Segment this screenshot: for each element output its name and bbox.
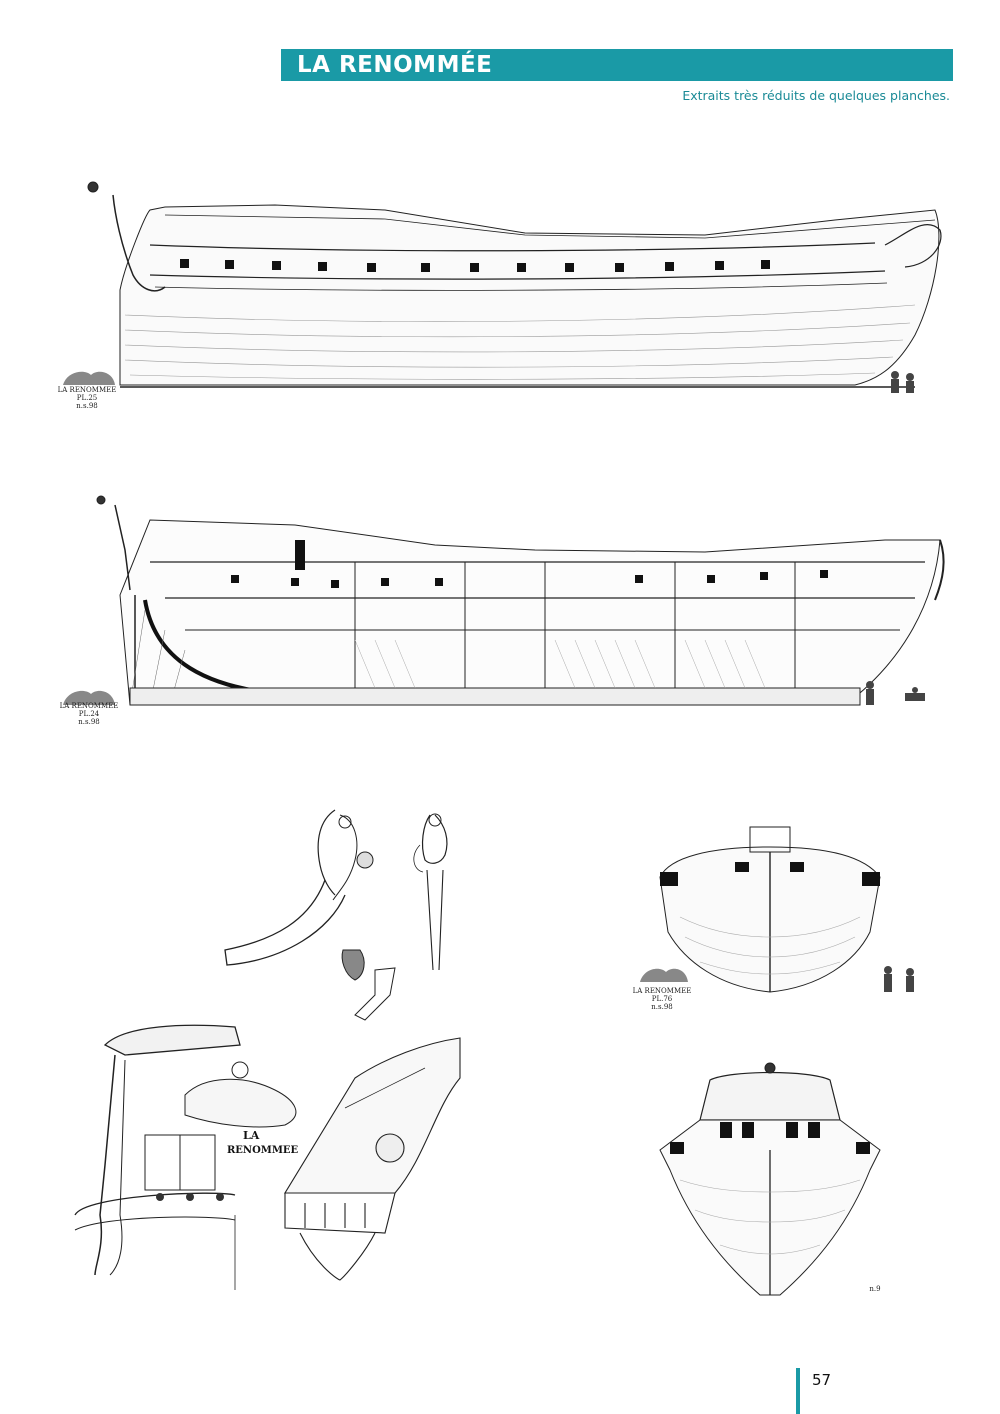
quarter-gallery-svg xyxy=(284,1037,461,1281)
profile-caption-name: LA RENOMMEE xyxy=(57,386,117,394)
stern-nameplate-line2: RENOMMEE xyxy=(227,1145,299,1156)
bow-view-caption-plate: PL.76 xyxy=(651,995,673,1003)
ship-section-drawing xyxy=(63,495,945,706)
ship-section-plate: LA RENOMMEE PL.24 n.s.98 xyxy=(55,490,955,740)
figurehead-drawings xyxy=(215,800,485,1035)
title-band: LA RENOMMÉE xyxy=(281,49,953,81)
stern-nameplate-line1: LA xyxy=(243,1129,260,1142)
section-caption-ref: n.s.98 xyxy=(78,718,100,726)
section-caption-name: LA RENOMMEE xyxy=(59,702,119,710)
ship-profile-plate: LA RENOMMEE PL.25 n.s.98 xyxy=(55,175,955,420)
profile-caption-ref: n.s.98 xyxy=(76,402,98,410)
figurehead-drawing xyxy=(224,809,448,1021)
cartouche-icon xyxy=(640,968,688,982)
stern-view-plate: n.9 xyxy=(650,1060,890,1300)
bow-view-caption-ref: n.s.98 xyxy=(651,1003,673,1011)
stern-carving-drawing: LA RENOMMEE xyxy=(65,1015,315,1290)
stern-view-drawing xyxy=(659,1062,881,1296)
profile-caption: LA RENOMMEE PL.25 n.s.98 xyxy=(55,386,119,410)
section-caption: LA RENOMMEE PL.24 n.s.98 xyxy=(55,702,123,726)
page-title: LA RENOMMÉE xyxy=(297,52,493,78)
ship-profile-drawing xyxy=(63,181,942,393)
quarter-gallery-drawing xyxy=(275,1028,475,1283)
cartouche-icon xyxy=(63,690,115,705)
page-number: 57 xyxy=(812,1371,832,1389)
folio-bar xyxy=(796,1368,800,1414)
profile-caption-plate: PL.25 xyxy=(76,394,98,402)
bow-view-caption: LA RENOMMEE PL.76 n.s.98 xyxy=(632,987,692,1011)
page-subtitle: Extraits très réduits de quelques planch… xyxy=(682,88,950,103)
bow-view-drawing xyxy=(640,826,914,993)
stern-carving-svg: LA RENOMMEE xyxy=(74,1024,299,1290)
bow-view-caption-name: LA RENOMMEE xyxy=(632,987,692,995)
stern-view-caption-ref: n.9 xyxy=(869,1285,881,1293)
bow-view-plate: LA RENOMMEE PL.76 n.s.98 xyxy=(620,822,955,1022)
section-caption-plate: PL.24 xyxy=(78,710,100,718)
cartouche-icon xyxy=(63,371,115,385)
